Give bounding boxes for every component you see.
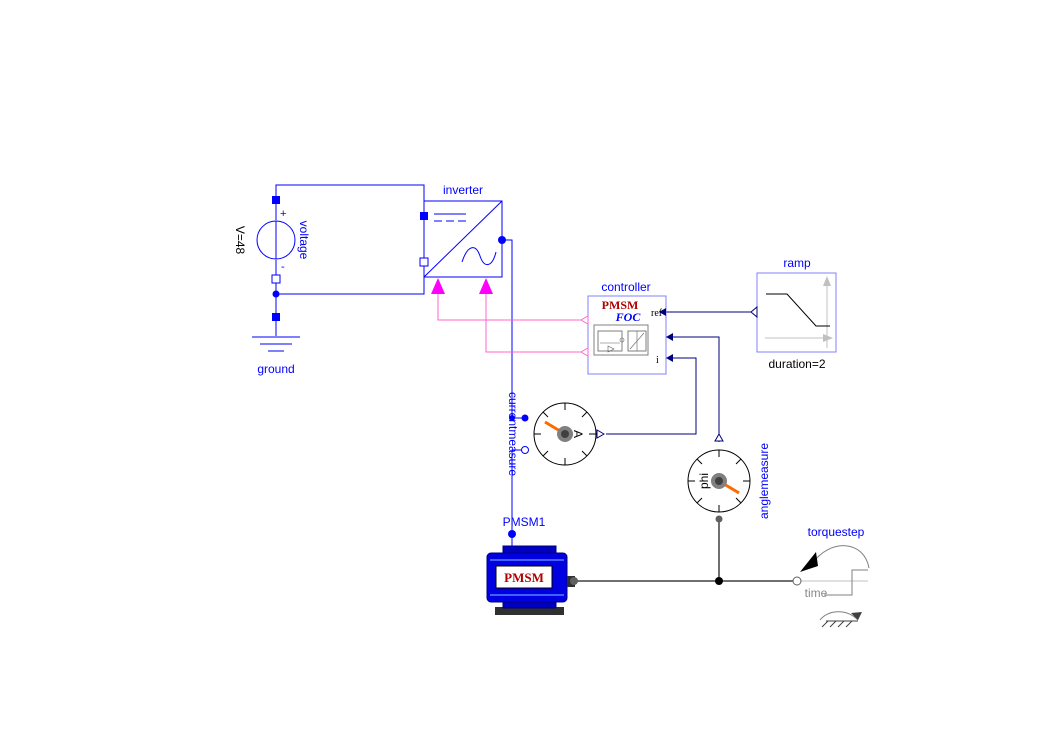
inverter-fire-1[interactable] xyxy=(431,278,445,294)
ramp-param: duration=2 xyxy=(768,357,825,371)
controller-port-pwm-2[interactable] xyxy=(579,347,589,357)
voltage-source[interactable]: + - voltage V=48 xyxy=(233,196,311,284)
torquestep-sub: time xyxy=(805,586,828,600)
inverter-port-dc-n[interactable] xyxy=(419,257,429,267)
voltage-label: voltage xyxy=(297,221,311,260)
controller[interactable]: PMSM FOC ref i controller xyxy=(579,280,673,375)
currentmeasure-port-n[interactable] xyxy=(521,446,529,454)
pmsm-label: PMSM1 xyxy=(503,515,546,529)
wire-voltage-top[interactable] xyxy=(275,184,425,216)
wire-current-i[interactable] xyxy=(606,357,697,435)
anglemeasure-symbol: phi xyxy=(697,473,711,489)
currentmeasure-port-i[interactable] xyxy=(596,429,606,439)
wire-pwm-2[interactable] xyxy=(485,292,588,353)
controller-port-phi[interactable] xyxy=(666,333,673,341)
anglemeasure-label: anglemeasure xyxy=(757,443,771,519)
wire-pwm-1[interactable] xyxy=(437,292,588,321)
ramp-port-y[interactable] xyxy=(750,305,758,319)
controller-port-ref-label: ref xyxy=(651,308,663,319)
voltage-plus: + xyxy=(280,208,286,220)
pmsm-motor[interactable]: PMSM PMSM1 xyxy=(486,515,578,615)
torquestep[interactable]: time torquestep xyxy=(792,525,870,628)
controller-title-2: FOC xyxy=(615,310,642,324)
ground-port[interactable] xyxy=(272,313,280,321)
ramp-label: ramp xyxy=(783,256,811,270)
inverter-label: inverter xyxy=(443,183,483,197)
torquestep-label: torquestep xyxy=(808,525,865,539)
ground-label: ground xyxy=(257,362,294,376)
shaft-node-dot xyxy=(715,577,723,585)
currentmeasure-symbol: A xyxy=(571,430,585,438)
controller-title-1: PMSM xyxy=(602,298,639,312)
inverter[interactable]: inverter xyxy=(419,183,506,294)
wire-angle-phi[interactable] xyxy=(666,336,720,442)
anglemeasure-port-phi[interactable] xyxy=(714,432,724,442)
torquestep-arrow xyxy=(800,552,818,572)
inverter-fire-2[interactable] xyxy=(479,278,493,294)
controller-port-ref[interactable] xyxy=(659,308,666,316)
ramp[interactable]: ramp duration=2 xyxy=(750,256,837,371)
currentmeasure[interactable]: A currentmeasure xyxy=(506,392,606,476)
voltage-param: V=48 xyxy=(233,226,247,255)
controller-port-i[interactable] xyxy=(666,354,673,362)
controller-label: controller xyxy=(601,280,650,294)
currentmeasure-label: currentmeasure xyxy=(506,392,520,476)
currentmeasure-port-p[interactable] xyxy=(521,414,529,422)
anglemeasure[interactable]: phi anglemeasure xyxy=(687,432,771,523)
wire-inverter-current[interactable] xyxy=(502,239,525,419)
pmsm-badge: PMSM xyxy=(504,570,544,585)
wire-current-motor[interactable] xyxy=(511,449,525,534)
controller-port-pwm-1[interactable] xyxy=(579,315,589,325)
voltage-minus: - xyxy=(281,261,285,273)
wire-voltage-bottom[interactable] xyxy=(275,262,425,295)
ground[interactable]: ground xyxy=(252,313,300,376)
junction-dot xyxy=(509,415,515,421)
anglemeasure-port-flange[interactable] xyxy=(715,515,723,523)
voltage-port-p[interactable] xyxy=(272,196,280,204)
controller-port-i-label: i xyxy=(656,355,659,366)
inverter-port-ac[interactable] xyxy=(498,236,506,244)
pmsm-port-flange[interactable] xyxy=(570,577,578,585)
node-dot xyxy=(272,290,280,298)
voltage-port-n[interactable] xyxy=(271,274,281,284)
pmsm-port-plug[interactable] xyxy=(508,530,516,538)
inverter-port-dc-p[interactable] xyxy=(420,212,428,220)
torquestep-port-flange[interactable] xyxy=(792,576,802,586)
